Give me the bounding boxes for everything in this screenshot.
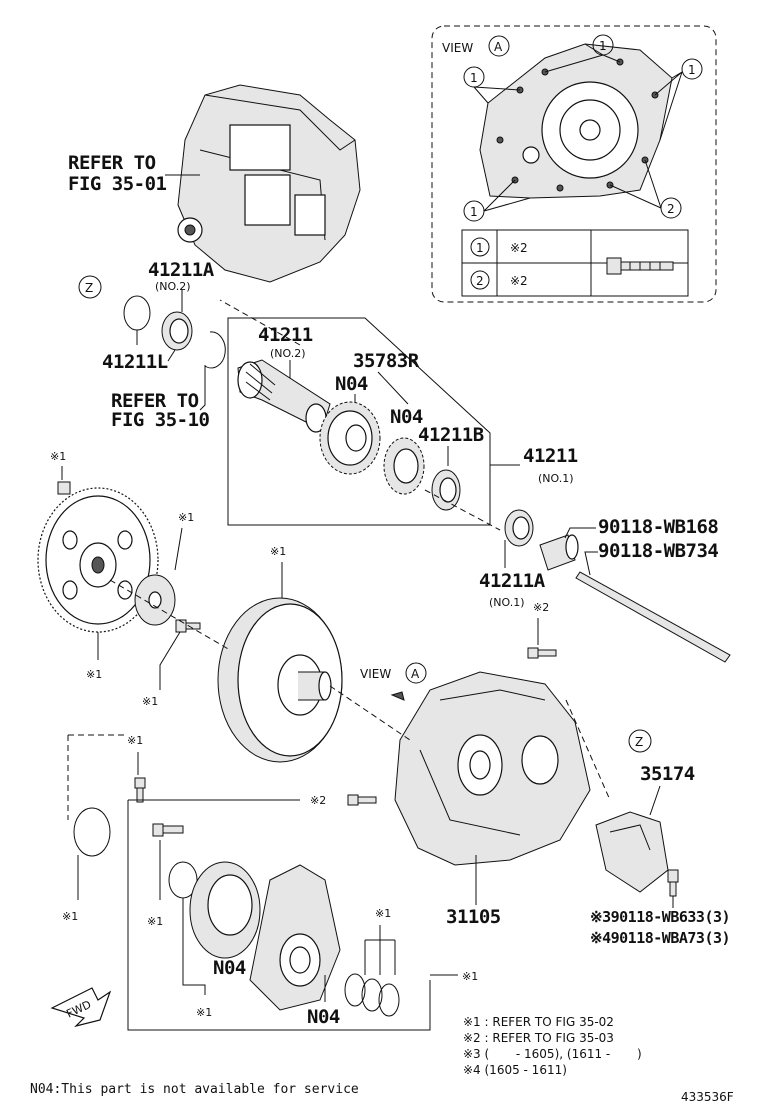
- transaxle-assembly: [165, 84, 361, 283]
- seal-ring-41211L: [123, 295, 151, 331]
- label-41211A-no2-sub: (NO.2): [155, 280, 191, 293]
- flange-bolt-icon: [606, 257, 674, 275]
- seal-rings: [344, 973, 400, 1017]
- note-2: ※2 : REFER TO FIG 35-03: [463, 1031, 614, 1045]
- flywheel-bolt: [57, 481, 71, 495]
- label-35174: 35174: [640, 763, 695, 785]
- driven-gear-35783R: [319, 401, 381, 475]
- mark1-plate-bolt: ※1: [142, 695, 158, 708]
- mark1-bolt-top: ※1: [50, 450, 66, 463]
- pump-bolt: [134, 777, 146, 803]
- label-35783R: 35783R: [353, 350, 420, 372]
- torque-converter: [217, 597, 343, 763]
- view-a-circle-letter: A: [494, 40, 503, 54]
- mark1-seal: ※1: [196, 1006, 212, 1019]
- o-ring-left: [73, 807, 111, 857]
- reference-number: 433536F: [681, 1090, 734, 1104]
- label-31105: 31105: [446, 906, 501, 928]
- label-41211A-no1: 41211A: [479, 570, 546, 592]
- pump-group-box: [127, 800, 431, 1031]
- flywheel-ring-gear: [37, 487, 159, 633]
- label-41211A-no1-sub: (NO.1): [489, 596, 525, 609]
- label-90118-WB168: 90118-WB168: [598, 516, 718, 538]
- label-n04-pump: N04: [307, 1006, 340, 1028]
- table-row-1-num: 1: [476, 241, 484, 255]
- bearing-41211A-no1: [504, 509, 534, 547]
- table-row-2-num: 2: [476, 274, 484, 288]
- bearing-41211A-no2: [161, 311, 193, 351]
- circle-z-left: Z: [85, 281, 93, 295]
- plate-bolt: [175, 619, 201, 633]
- housing-bolt-left: [347, 794, 377, 806]
- note-1: ※1 : REFER TO FIG 35-02: [463, 1015, 614, 1029]
- label-41211B: 41211B: [418, 424, 484, 446]
- mark1-rings: ※1: [375, 907, 391, 920]
- shield-35174: [595, 811, 669, 893]
- pump-bolt-2: [152, 823, 184, 837]
- label-n04-gear: N04: [335, 373, 368, 395]
- sleeve-90118-WB168: [539, 534, 579, 571]
- mark1-converter: ※1: [270, 545, 286, 558]
- refer-fig-35-01-line1: REFER TO: [68, 152, 156, 174]
- view-callout-1-right: 1: [688, 63, 696, 77]
- bearing-n04: [383, 437, 425, 495]
- mark2-bolt-top: ※2: [533, 601, 549, 614]
- view-a-title: VIEW: [442, 41, 473, 55]
- view-a-arrow-circle: A: [411, 667, 420, 681]
- note-4: ※4 (1605 - 1611): [463, 1063, 567, 1077]
- circle-z-right: Z: [635, 735, 643, 749]
- mark1-pump-bolt-2: ※1: [147, 915, 163, 928]
- mark1-pump-bolt: ※1: [127, 734, 143, 747]
- shaft-group-box: [227, 317, 491, 526]
- snap-ring: [204, 331, 226, 369]
- label-90118-WB734: 90118-WB734: [598, 540, 718, 562]
- table-row-2-mark: ※2: [510, 274, 528, 288]
- label-41211-no1-sub: (NO.1): [538, 472, 574, 485]
- refer-fig-35-10-line1: REFER TO: [111, 390, 199, 412]
- oil-pump-assembly: [249, 864, 341, 1011]
- view-a-label: VIEW: [360, 667, 391, 681]
- table-row-1-mark: ※2: [510, 241, 528, 255]
- note-3: ※3 ( - 1605), (1611 - ): [463, 1047, 642, 1061]
- label-n04-bearing: N04: [390, 406, 423, 428]
- label-41211-no2: 41211: [258, 324, 313, 346]
- housing-bolt-top: [527, 647, 557, 659]
- label-wb633: ※390118-WB633(3): [590, 908, 730, 926]
- view-callout-1-left: 1: [470, 71, 478, 85]
- input-shaft-41211: [237, 359, 331, 433]
- label-41211A-no2: 41211A: [148, 259, 215, 281]
- view-callout-1-bottom: 1: [470, 205, 478, 219]
- shield-bolt: [667, 869, 679, 897]
- view-direction-arrow-icon: [390, 691, 405, 701]
- refer-fig-35-01-line2: FIG 35-01: [68, 173, 167, 195]
- mark1-plate: ※1: [178, 511, 194, 524]
- drive-plate: [134, 574, 176, 626]
- fwd-arrow-icon: FWD: [50, 987, 112, 1028]
- label-n04-pump-plate: N04: [213, 957, 246, 979]
- mark2-bolt-left: ※2: [310, 794, 326, 807]
- rod-90118-WB734: [575, 571, 731, 663]
- mark1-pump-group: ※1: [462, 970, 478, 983]
- mark1-flywheel: ※1: [86, 668, 102, 681]
- bearing-41211B: [431, 469, 461, 511]
- label-41211-no2-sub: (NO.2): [270, 347, 306, 360]
- label-41211L: 41211L: [102, 351, 168, 373]
- mark1-o-ring: ※1: [62, 910, 78, 923]
- transaxle-housing-31105: [394, 671, 591, 866]
- view-callout-2: 2: [667, 202, 675, 216]
- label-wba73: ※490118-WBA73(3): [590, 929, 730, 947]
- pump-body-plate: [189, 861, 261, 959]
- label-41211-no1: 41211: [523, 445, 578, 467]
- footer-note: N04:This part is not available for servi…: [30, 1082, 359, 1097]
- view-a-panel: VIEW A 1 1 1 1 2 1 2 ※2: [431, 25, 717, 303]
- refer-fig-35-10-line2: FIG 35-10: [111, 409, 210, 431]
- view-callout-1-top: 1: [599, 39, 607, 53]
